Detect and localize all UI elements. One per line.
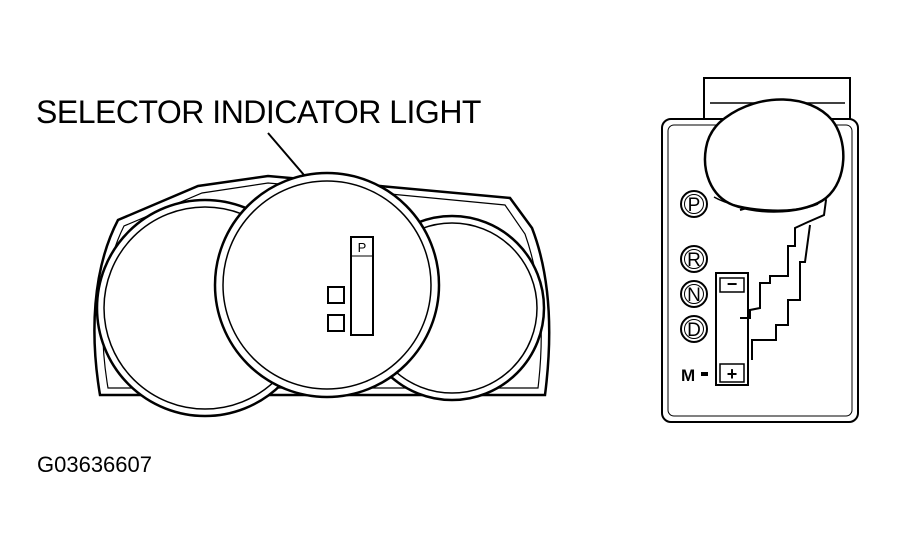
shift-knob-base <box>713 196 819 211</box>
manual-mode-dash <box>701 372 708 376</box>
gate-letter-p: P <box>688 195 701 216</box>
callout-label: SELECTOR INDICATOR LIGHT <box>36 94 481 130</box>
manual-gate-box <box>715 272 749 386</box>
manual-mode-label: M <box>681 366 695 385</box>
gate-marker-r-inner <box>684 249 704 269</box>
minus-sign: − <box>727 274 738 294</box>
warning-lamp-lower <box>327 314 345 332</box>
gate-letter-r: R <box>687 250 701 271</box>
center-gauge-inner <box>222 180 432 390</box>
minus-box <box>719 277 745 293</box>
figure-id: G03636607 <box>37 452 152 477</box>
plus-sign: + <box>727 364 738 384</box>
shifter-boot-tab <box>703 77 851 120</box>
shift-gate-slot <box>739 186 828 360</box>
gate-marker-p-inner <box>684 194 704 214</box>
gate-marker-d-inner <box>684 319 704 339</box>
plus-box <box>719 363 745 383</box>
warning-lamp-upper <box>327 286 345 304</box>
cluster-housing <box>93 174 551 397</box>
gate-letter-d: D <box>687 320 701 341</box>
selector-indicator-strip <box>350 236 374 336</box>
gate-letter-n: N <box>687 285 701 306</box>
indicator-letter: P <box>358 240 367 255</box>
shift-knob <box>703 98 845 213</box>
gate-marker-n-inner <box>684 284 704 304</box>
